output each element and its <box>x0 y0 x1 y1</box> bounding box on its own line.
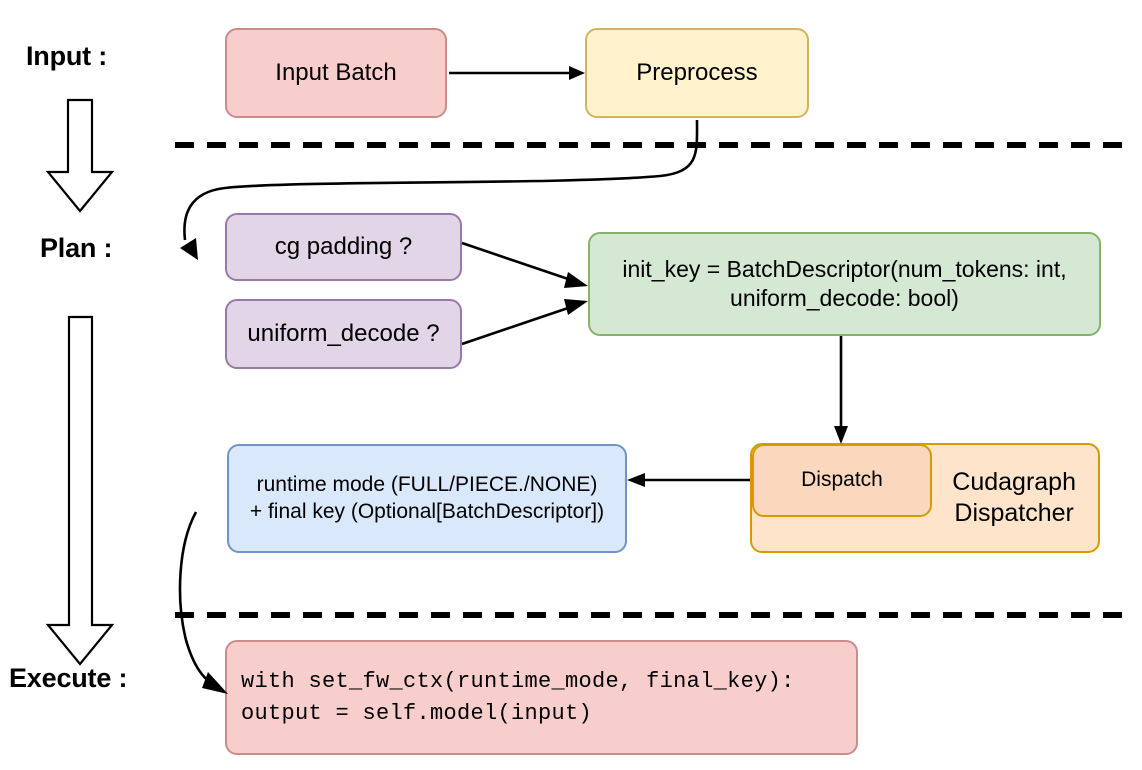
node-preprocess[interactable]: Preprocess <box>585 28 809 118</box>
arrow-cg-padding-to-init-key <box>461 241 588 288</box>
node-runtime-mode[interactable]: runtime mode (FULL/PIECE./NONE) + final … <box>227 444 627 553</box>
plan-to-execute-block-arrow <box>45 315 115 666</box>
arrow-input-batch-to-preprocess <box>449 66 585 80</box>
stage-label-execute: Execute : <box>9 663 128 693</box>
node-init-key[interactable]: init_key = BatchDescriptor(num_tokens: i… <box>588 232 1101 336</box>
stage-label-plan: Plan : <box>40 233 113 263</box>
arrow-runtime-mode-to-execute-code <box>178 511 228 694</box>
stage-label-input: Input : <box>26 41 108 71</box>
arrow-dispatch-to-runtime-mode <box>627 473 750 487</box>
arrow-init-key-to-dispatch <box>834 336 848 444</box>
node-uniform-decode[interactable]: uniform_decode ? <box>225 299 462 369</box>
node-dispatch[interactable]: Dispatch <box>752 444 932 517</box>
input-to-plan-block-arrow <box>45 98 115 213</box>
node-execute-code[interactable]: with set_fw_ctx(runtime_mode, final_key)… <box>225 640 858 755</box>
node-input-batch[interactable]: Input Batch <box>225 28 447 118</box>
arrow-uniform-decode-to-init-key <box>461 299 588 346</box>
node-cg-padding[interactable]: cg padding ? <box>225 213 462 281</box>
